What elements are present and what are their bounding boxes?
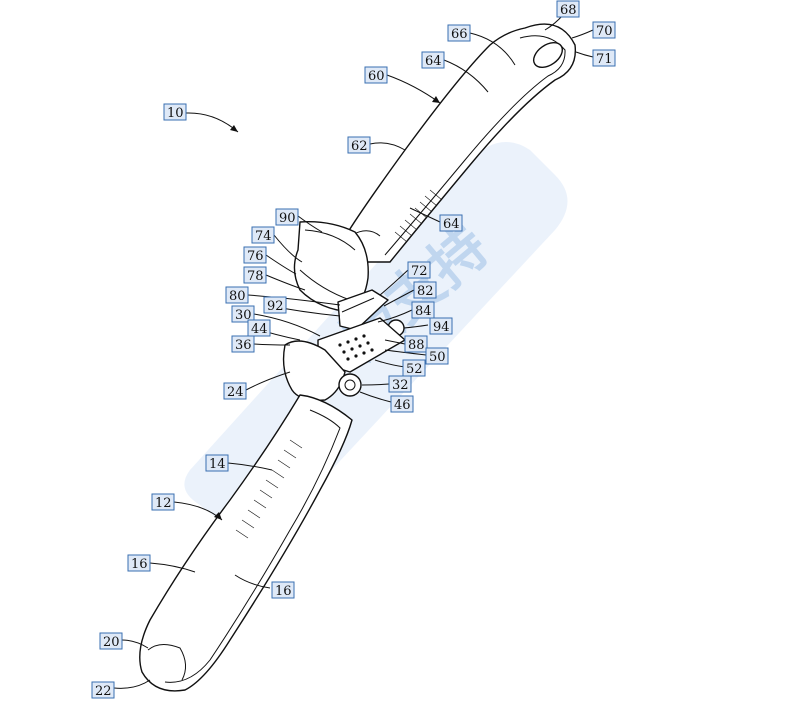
label-62: 62 (347, 136, 371, 154)
svg-text:12: 12 (155, 496, 172, 511)
label-94: 94 (429, 317, 453, 335)
svg-text:80: 80 (229, 289, 246, 304)
svg-text:32: 32 (392, 378, 409, 393)
label-14: 14 (205, 454, 229, 472)
label-71: 71 (592, 49, 616, 67)
svg-text:20: 20 (103, 635, 120, 650)
label-70: 70 (592, 21, 616, 39)
svg-text:84: 84 (415, 304, 432, 319)
upper-handle (293, 23, 577, 331)
svg-text:66: 66 (451, 27, 468, 42)
label-80: 80 (225, 286, 249, 304)
svg-text:14: 14 (209, 457, 226, 472)
label-20: 20 (99, 632, 123, 650)
svg-text:92: 92 (267, 299, 284, 314)
svg-text:64: 64 (443, 217, 460, 232)
svg-text:10: 10 (167, 106, 184, 121)
svg-text:62: 62 (351, 139, 368, 154)
hinge-knob (338, 373, 362, 397)
label-92: 92 (263, 296, 287, 314)
label-36: 36 (231, 335, 255, 353)
label-12: 12 (151, 493, 175, 511)
label-64b: 64 (439, 214, 463, 232)
svg-text:74: 74 (255, 229, 272, 244)
reference-labels: 10 60 64 66 68 70 71 62 64 90 74 76 78 7… (91, 0, 616, 699)
label-84: 84 (411, 301, 435, 319)
svg-text:78: 78 (247, 269, 264, 284)
label-16a: 16 (127, 554, 151, 572)
svg-text:50: 50 (429, 350, 446, 365)
svg-text:24: 24 (227, 385, 244, 400)
svg-text:82: 82 (417, 284, 434, 299)
label-22: 22 (91, 681, 115, 699)
label-66: 66 (447, 24, 471, 42)
label-32: 32 (388, 375, 412, 393)
svg-text:16: 16 (131, 557, 148, 572)
label-30: 30 (231, 305, 255, 323)
label-76: 76 (243, 246, 267, 264)
svg-text:16: 16 (275, 584, 292, 599)
hinge-and-basket (282, 317, 406, 401)
svg-text:94: 94 (433, 320, 450, 335)
svg-text:72: 72 (411, 264, 428, 279)
label-72: 72 (407, 261, 431, 279)
label-52: 52 (402, 359, 426, 377)
label-10: 10 (163, 103, 187, 121)
svg-text:68: 68 (560, 3, 577, 18)
svg-text:64: 64 (425, 54, 442, 69)
label-82: 82 (413, 281, 437, 299)
lower-handle (139, 394, 353, 692)
svg-text:22: 22 (95, 684, 112, 699)
label-74: 74 (251, 226, 275, 244)
label-90: 90 (275, 208, 299, 226)
label-50: 50 (425, 347, 449, 365)
svg-text:70: 70 (596, 24, 613, 39)
svg-text:30: 30 (235, 308, 252, 323)
label-46: 46 (390, 395, 414, 413)
svg-text:76: 76 (247, 249, 264, 264)
svg-text:46: 46 (394, 398, 411, 413)
svg-text:88: 88 (408, 338, 425, 353)
svg-text:71: 71 (596, 52, 613, 67)
label-88: 88 (404, 335, 428, 353)
basket-holes (338, 334, 374, 361)
leader-lines (113, 14, 594, 689)
label-64: 64 (421, 51, 445, 69)
label-60: 60 (364, 66, 388, 84)
svg-text:44: 44 (251, 322, 268, 337)
label-68: 68 (556, 0, 580, 18)
svg-text:36: 36 (235, 338, 252, 353)
label-16b: 16 (271, 581, 295, 599)
lower-handle-shading (235, 439, 303, 539)
svg-text:60: 60 (368, 69, 385, 84)
svg-text:52: 52 (406, 362, 423, 377)
label-24: 24 (223, 382, 247, 400)
upper-handle-shading (394, 189, 443, 243)
label-78: 78 (243, 266, 267, 284)
svg-text:90: 90 (279, 211, 296, 226)
label-44: 44 (247, 319, 271, 337)
